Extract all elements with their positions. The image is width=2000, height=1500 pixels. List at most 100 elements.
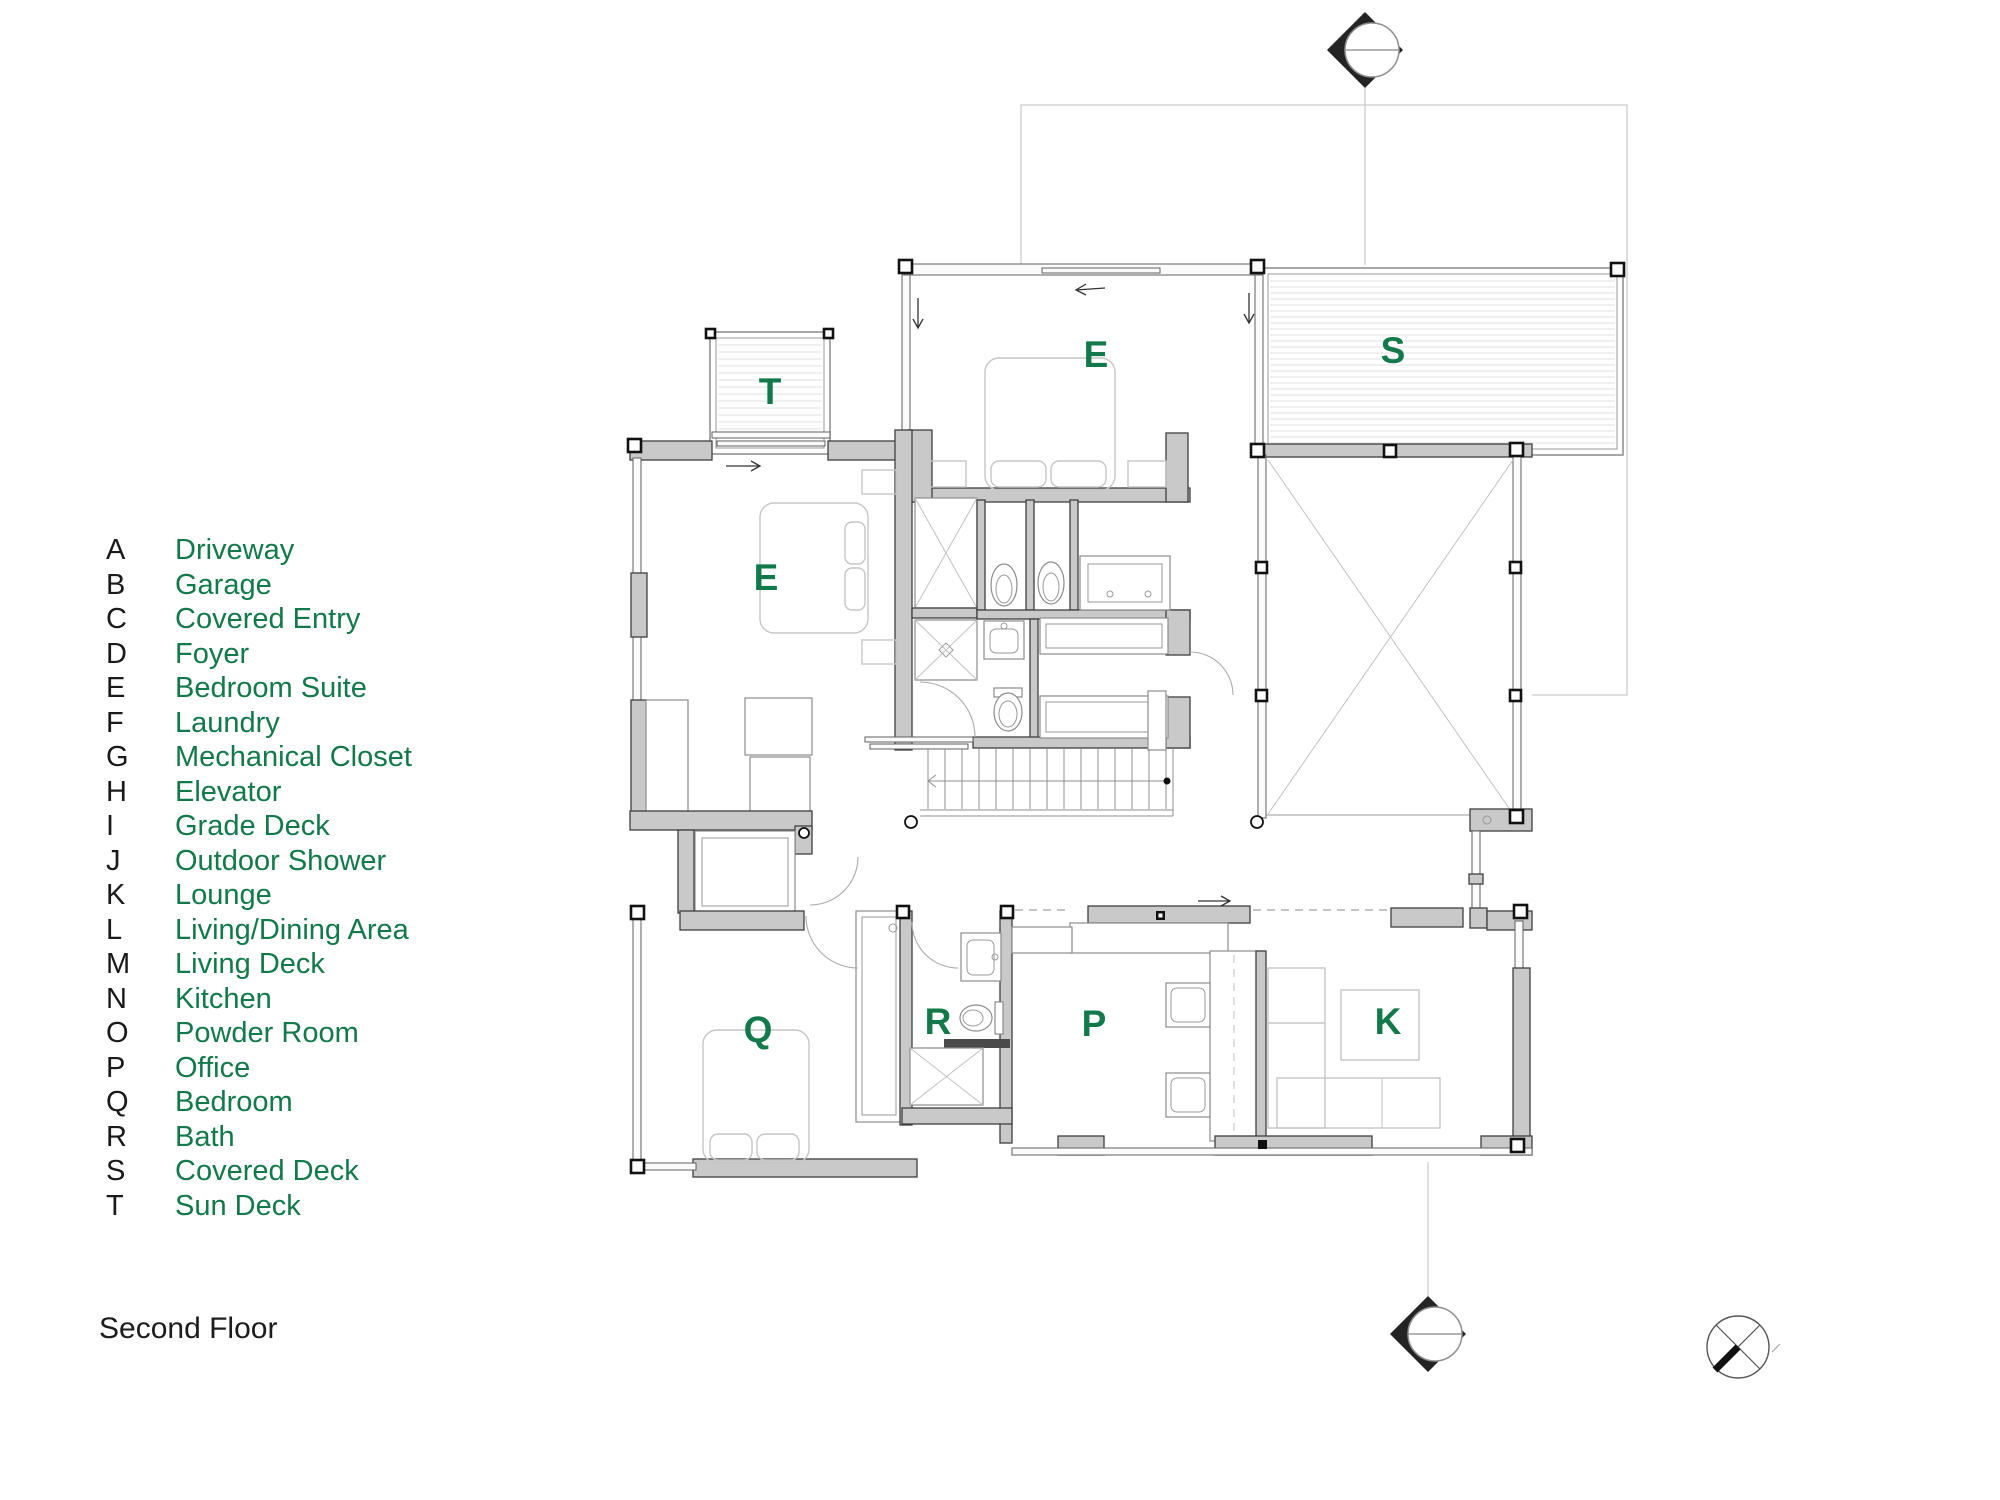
chair bbox=[1165, 982, 1211, 1028]
bedroom-q bbox=[632, 910, 918, 1178]
legend-label: Bedroom bbox=[175, 1086, 293, 1118]
legend-letter: E bbox=[106, 672, 126, 704]
room-label-bath-r: R bbox=[924, 1001, 952, 1042]
master-bath-core bbox=[864, 497, 1191, 751]
legend-letter: P bbox=[106, 1051, 126, 1084]
section-marker-icon bbox=[1390, 1296, 1466, 1372]
legend-row: L Living/Dining Area bbox=[106, 913, 412, 948]
elevator bbox=[629, 810, 813, 914]
office-p bbox=[1011, 905, 1391, 1142]
legend-letter: Q bbox=[106, 1086, 129, 1118]
legend-letter: M bbox=[106, 948, 131, 980]
legend-label: Office bbox=[175, 1051, 251, 1084]
legend-row: J Outdoor Shower bbox=[106, 844, 412, 879]
legend-letter: F bbox=[106, 706, 124, 739]
covered-deck bbox=[1255, 267, 1624, 458]
legend-letter: B bbox=[106, 568, 126, 601]
circle-markers bbox=[798, 815, 1264, 839]
legend-row: E Bedroom Suite bbox=[106, 671, 412, 706]
coffee-table bbox=[1340, 989, 1420, 1061]
closet bbox=[645, 699, 689, 813]
room-label-lounge-k: K bbox=[1374, 1001, 1402, 1042]
north-arrow-compass-icon bbox=[1706, 1315, 1781, 1379]
legend-label: Powder Room bbox=[175, 1017, 359, 1049]
door-swings bbox=[805, 651, 1234, 969]
room-label-covered-deck: S bbox=[1380, 330, 1406, 371]
legend-label: Grade Deck bbox=[175, 810, 330, 842]
bed bbox=[702, 1029, 810, 1164]
wardrobe bbox=[1039, 617, 1169, 655]
closet bbox=[855, 910, 903, 1123]
legend-letter: I bbox=[106, 810, 115, 842]
lounge-k bbox=[1011, 907, 1533, 1156]
vanity bbox=[1079, 555, 1171, 611]
legend-label: Living/Dining Area bbox=[175, 913, 409, 946]
legend-row: P Office bbox=[106, 1051, 412, 1086]
legend-label: Outdoor Shower bbox=[175, 844, 387, 877]
room-label-office-p: P bbox=[1081, 1003, 1107, 1044]
direction-arrows bbox=[726, 283, 1255, 907]
bath-r bbox=[901, 910, 1013, 1144]
legend-row: H Elevator bbox=[106, 775, 412, 810]
legend-row: K Lounge bbox=[106, 878, 412, 913]
legend-label: Bedroom Suite bbox=[175, 672, 367, 704]
toilet bbox=[990, 563, 1018, 607]
sheet-title: Second Floor bbox=[99, 1312, 278, 1345]
toilet bbox=[993, 692, 1023, 732]
legend-label: Mechanical Closet bbox=[175, 741, 412, 773]
legend-label: Elevator bbox=[175, 775, 282, 808]
staircase bbox=[920, 748, 1174, 817]
bed bbox=[759, 502, 869, 634]
legend-row: R Bath bbox=[106, 1120, 412, 1155]
legend-letter: R bbox=[106, 1120, 127, 1153]
legend-label: Garage bbox=[175, 568, 272, 601]
wardrobe bbox=[1039, 695, 1169, 739]
open-to-below-area bbox=[1257, 454, 1533, 914]
legend-label: Bath bbox=[175, 1120, 235, 1153]
sofa bbox=[1276, 1077, 1441, 1129]
bedroom-suite-upper bbox=[901, 263, 1264, 503]
structural-posts bbox=[626, 258, 1626, 1175]
closet bbox=[744, 697, 813, 756]
roof-below-outline bbox=[1020, 88, 1628, 1296]
room-label-bedroom-q: Q bbox=[743, 1009, 773, 1050]
legend-label: Covered Entry bbox=[175, 603, 361, 635]
room-label-sun-deck: T bbox=[758, 371, 782, 412]
legend-label: Lounge bbox=[175, 879, 272, 911]
legend-letter: N bbox=[106, 982, 127, 1015]
legend-letter: G bbox=[106, 741, 129, 773]
desk bbox=[1069, 922, 1229, 954]
legend-label: Living Deck bbox=[175, 948, 325, 980]
legend-letter: J bbox=[106, 844, 121, 877]
toilet bbox=[1037, 561, 1065, 605]
legend-letter: T bbox=[106, 1189, 124, 1222]
closet bbox=[749, 756, 811, 813]
legend-row: B Garage bbox=[106, 568, 412, 603]
section-marker-icon bbox=[1327, 12, 1403, 88]
chair bbox=[1165, 1072, 1211, 1118]
legend-letter: H bbox=[106, 775, 127, 808]
legend-row: G Mechanical Closet bbox=[106, 740, 412, 775]
sun-deck bbox=[709, 331, 831, 455]
legend-letter: L bbox=[106, 913, 123, 946]
bedroom-suite-left bbox=[629, 429, 913, 814]
legend-label: Driveway bbox=[175, 534, 295, 566]
legend-row: Q Bedroom bbox=[106, 1085, 412, 1120]
room-label-bedroom-suite-top: E bbox=[1083, 334, 1109, 375]
legend-row: I Grade Deck bbox=[106, 809, 412, 844]
legend-label: Kitchen bbox=[175, 982, 272, 1015]
legend-label: Laundry bbox=[175, 706, 280, 739]
bed bbox=[984, 357, 1116, 491]
legend-letter: A bbox=[106, 534, 126, 566]
legend-letter: S bbox=[106, 1155, 126, 1187]
legend-letter: K bbox=[106, 879, 126, 911]
toilet bbox=[959, 1004, 993, 1032]
legend-label: Sun Deck bbox=[175, 1189, 301, 1222]
